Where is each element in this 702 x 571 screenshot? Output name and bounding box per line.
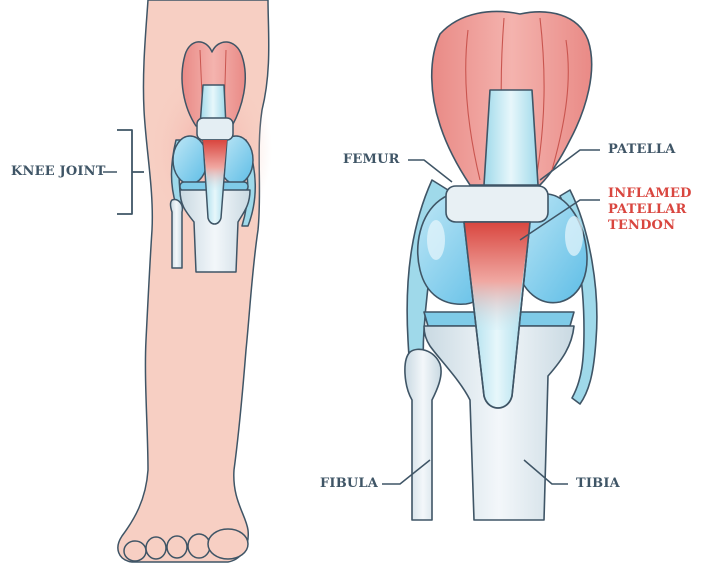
label-patella: PATELLA [608, 142, 676, 158]
label-inflamed-line2: PATELLAR [608, 202, 692, 218]
label-femur: FEMUR [343, 152, 400, 168]
quadriceps-tendon [484, 90, 538, 185]
femur-leader [408, 160, 452, 182]
label-inflamed-line1: INFLAMED [608, 186, 692, 202]
leg-illustration [103, 0, 272, 562]
label-inflamed-patellar-tendon: INFLAMED PATELLAR TENDON [608, 186, 692, 234]
label-tibia: TIBIA [576, 476, 620, 492]
label-inflamed-line3: TENDON [608, 218, 692, 234]
knee-anatomy-closeup [382, 11, 600, 520]
fibula [405, 349, 441, 520]
patella [446, 186, 548, 222]
label-fibula: FIBULA [320, 476, 378, 492]
label-knee-joint: KNEE JOINT [11, 164, 106, 180]
knee-joint-bracket [117, 130, 144, 214]
